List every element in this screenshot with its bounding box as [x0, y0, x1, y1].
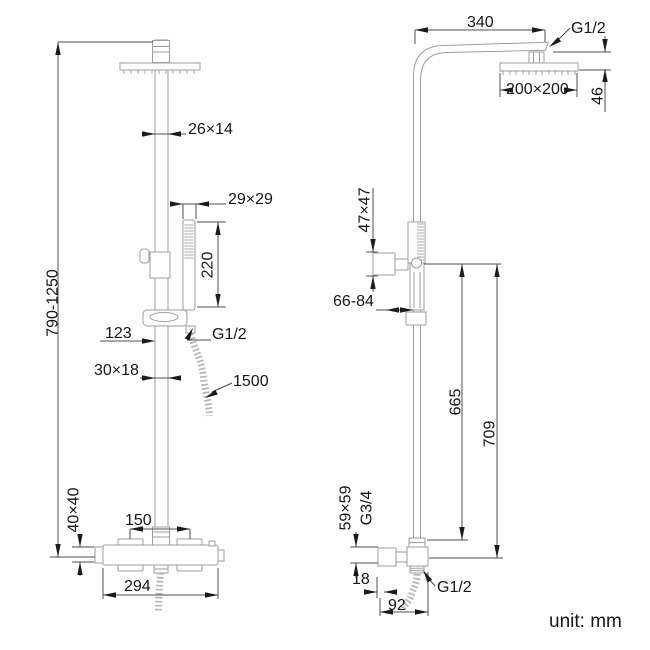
overhead-shower-side [499, 51, 579, 75]
unit-note: unit: mm [549, 611, 622, 632]
rail-bottom-stop [405, 311, 427, 326]
riser-pipe-and-arm [413, 41, 549, 538]
label-arm-thread: G1/2 [571, 20, 606, 37]
overhead-shower-front [119, 62, 201, 74]
dim-hand-shower-length: 220 [200, 252, 217, 279]
hand-shower-front [182, 219, 196, 311]
hand-shower-side [372, 221, 427, 326]
dim-upper-pipe-profile: 26×14 [188, 121, 233, 138]
dim-hand-shower-profile: 29×29 [228, 191, 273, 208]
spray-face-hatch-side [417, 223, 424, 261]
outlet-thread-fitting [409, 565, 425, 574]
label-hand-hose-thread: G1/2 [212, 326, 247, 343]
valve-handle-side [377, 547, 397, 567]
dim-head-height: 46 [590, 87, 607, 105]
valve-outlet-hose [155, 572, 164, 613]
dim-bracket-offset: 123 [105, 325, 132, 342]
dim-overall-height: 790-1250 [45, 269, 62, 337]
hand-shower-hose [187, 332, 213, 417]
riser-column [154, 39, 169, 546]
dimension-arrowheads [55, 27, 608, 615]
dim-outlet-offset: 92 [388, 597, 406, 614]
dim-valve-width: 294 [124, 578, 151, 595]
thermostatic-valve-side [377, 537, 429, 574]
dim-head-size: 200×200 [506, 81, 569, 98]
slider-knob-front [139, 248, 150, 264]
top-connector [152, 40, 170, 63]
dim-wall-distance-range: 66-84 [333, 293, 374, 310]
dimension-labels: 790-1250 26×14 29×29 220 123 G1/2 30×18 … [45, 14, 622, 632]
spray-face-hatch [184, 224, 194, 259]
valve-body-side [406, 546, 429, 567]
dim-handle-depth: 18 [352, 571, 370, 588]
dim-handle-size: 59×59 [338, 485, 355, 530]
dim-slider-height: 665 [448, 389, 465, 416]
side-view [372, 41, 579, 611]
nozzle-teeth-side [502, 71, 576, 75]
slider-bracket-front [139, 248, 171, 279]
dim-arm-reach: 340 [467, 14, 494, 31]
valve-body-front [102, 544, 219, 566]
label-outlet-thread: G1/2 [437, 579, 472, 596]
dim-slider-knob-size: 47×47 [357, 187, 374, 232]
dim-column-height: 709 [482, 421, 499, 448]
dim-lower-pipe-profile: 30×18 [94, 362, 139, 379]
front-view [94, 39, 225, 613]
slider-knob-side [372, 252, 396, 276]
soap-shelf [142, 309, 196, 334]
label-inlet-thread: G3/4 [359, 491, 376, 526]
column-base-connector [152, 526, 170, 546]
head-connector-nut [528, 51, 545, 64]
dim-hose-length: 1500 [233, 373, 269, 390]
nozzle-teeth [123, 70, 195, 74]
dim-handle-spacing: 150 [125, 512, 152, 529]
slider-lock [411, 257, 422, 269]
dim-valve-profile: 40×40 [66, 487, 83, 532]
